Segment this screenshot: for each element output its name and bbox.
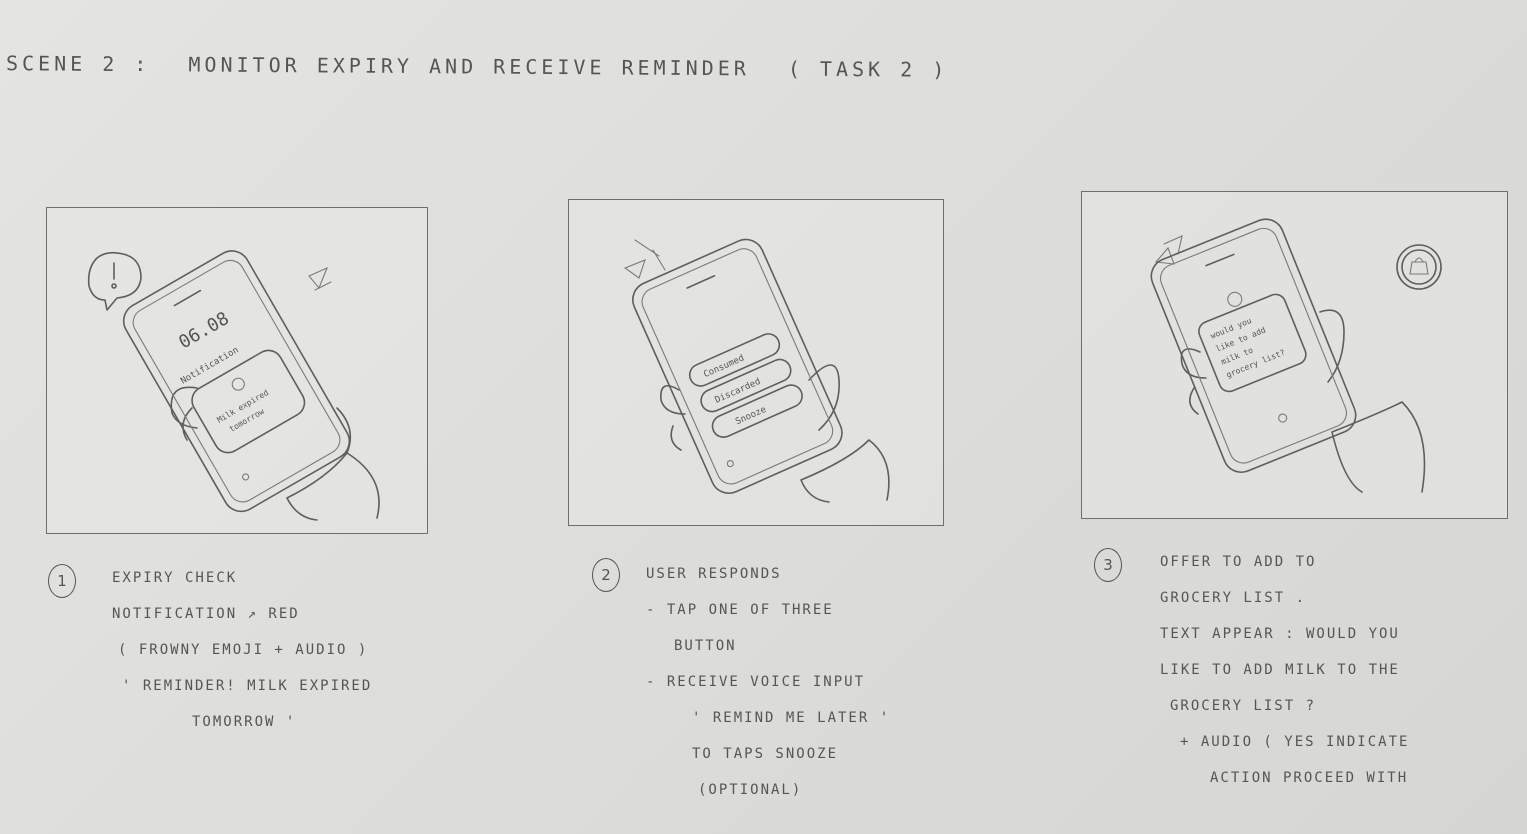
prompt-card (1198, 293, 1307, 393)
caption-2-line: USER RESPONDS (646, 566, 782, 582)
mic-icon (242, 473, 250, 481)
bag-circle-icon (1396, 244, 1442, 290)
phone-time: 06.08 (175, 308, 232, 353)
step-number-2: 2 (592, 558, 620, 592)
caption-2: USER RESPONDS - TAP ONE OF THREE BUTTON … (646, 556, 890, 808)
caption-1: EXPIRY CHECK NOTIFICATION ↗ RED ( FROWNY… (112, 560, 372, 740)
step-number-3: 3 (1094, 548, 1122, 582)
vibration-icon (623, 239, 666, 279)
phone-2: Consumed Discarded Snooze (632, 238, 843, 494)
storyboard-frame-2: Consumed Discarded Snooze (568, 199, 944, 526)
caption-3-line: ACTION PROCEED WITH (1210, 770, 1409, 786)
caption-1-line: NOTIFICATION ↗ RED (112, 606, 300, 622)
hand-sketch (660, 364, 890, 503)
frowny-emoji-icon (231, 377, 245, 391)
mic-icon (1278, 413, 1288, 423)
caption-1-line: ' REMINDER! MILK EXPIRED (122, 678, 373, 694)
vibration-icon (308, 266, 332, 291)
step-number-1: 1 (48, 564, 76, 598)
scene-name: MONITOR EXPIRY AND RECEIVE REMINDER (188, 52, 750, 81)
caption-3-line: + AUDIO ( YES INDICATE (1180, 734, 1410, 750)
caption-2-line: - TAP ONE OF THREE (646, 602, 834, 618)
scene-label: SCENE 2 : (5, 51, 151, 77)
consumed-button[interactable] (686, 330, 783, 389)
hand-sketch (170, 386, 380, 521)
caption-2-line: TO TAPS SNOOZE (692, 746, 839, 762)
alert-bubble-icon (87, 251, 142, 311)
caption-3-line: GROCERY LIST ? (1170, 698, 1317, 714)
scene-title: SCENE 2 : MONITOR EXPIRY AND RECEIVE REM… (6, 51, 1106, 83)
caption-2-line: - RECEIVE VOICE INPUT (646, 674, 866, 690)
caption-2-line: (OPTIONAL) (698, 782, 803, 798)
grocery-bag-icon (1227, 291, 1243, 307)
caption-3-line: OFFER TO ADD TO (1160, 554, 1317, 570)
snooze-label: Snooze (734, 405, 768, 427)
caption-3: OFFER TO ADD TO GROCERY LIST . TEXT APPE… (1160, 544, 1409, 796)
vibration-icon (1154, 235, 1183, 265)
caption-3-line: LIKE TO ADD MILK TO THE (1160, 662, 1400, 678)
caption-2-line: BUTTON (674, 638, 737, 654)
phone-sketch-1: 06.08 Notification Milk expired tomorrow (87, 250, 380, 521)
caption-3-line: TEXT APPEAR : WOULD YOU (1160, 626, 1400, 642)
discarded-button[interactable] (698, 356, 795, 415)
caption-2-line: ' REMIND ME LATER ' (692, 710, 891, 726)
caption-3-line: GROCERY LIST . (1160, 590, 1307, 606)
hand-sketch (1180, 309, 1426, 493)
caption-1-line: TOMORROW ' (192, 714, 297, 730)
mic-icon (726, 460, 734, 468)
storyboard-frame-3: would you like to add milk to grocery li… (1081, 191, 1508, 519)
phone-sketch-3: would you like to add milk to grocery li… (1150, 218, 1442, 493)
snooze-button[interactable] (709, 382, 806, 441)
phone-sketch-2: Consumed Discarded Snooze (623, 238, 890, 503)
caption-1-line: EXPIRY CHECK (112, 570, 238, 586)
caption-1-line: ( FROWNY EMOJI + AUDIO ) (118, 642, 369, 658)
storyboard-frame-1: 06.08 Notification Milk expired tomorrow (46, 207, 428, 534)
task-label: ( TASK 2 ) (787, 56, 949, 82)
phone-3: would you like to add milk to grocery li… (1150, 218, 1357, 473)
